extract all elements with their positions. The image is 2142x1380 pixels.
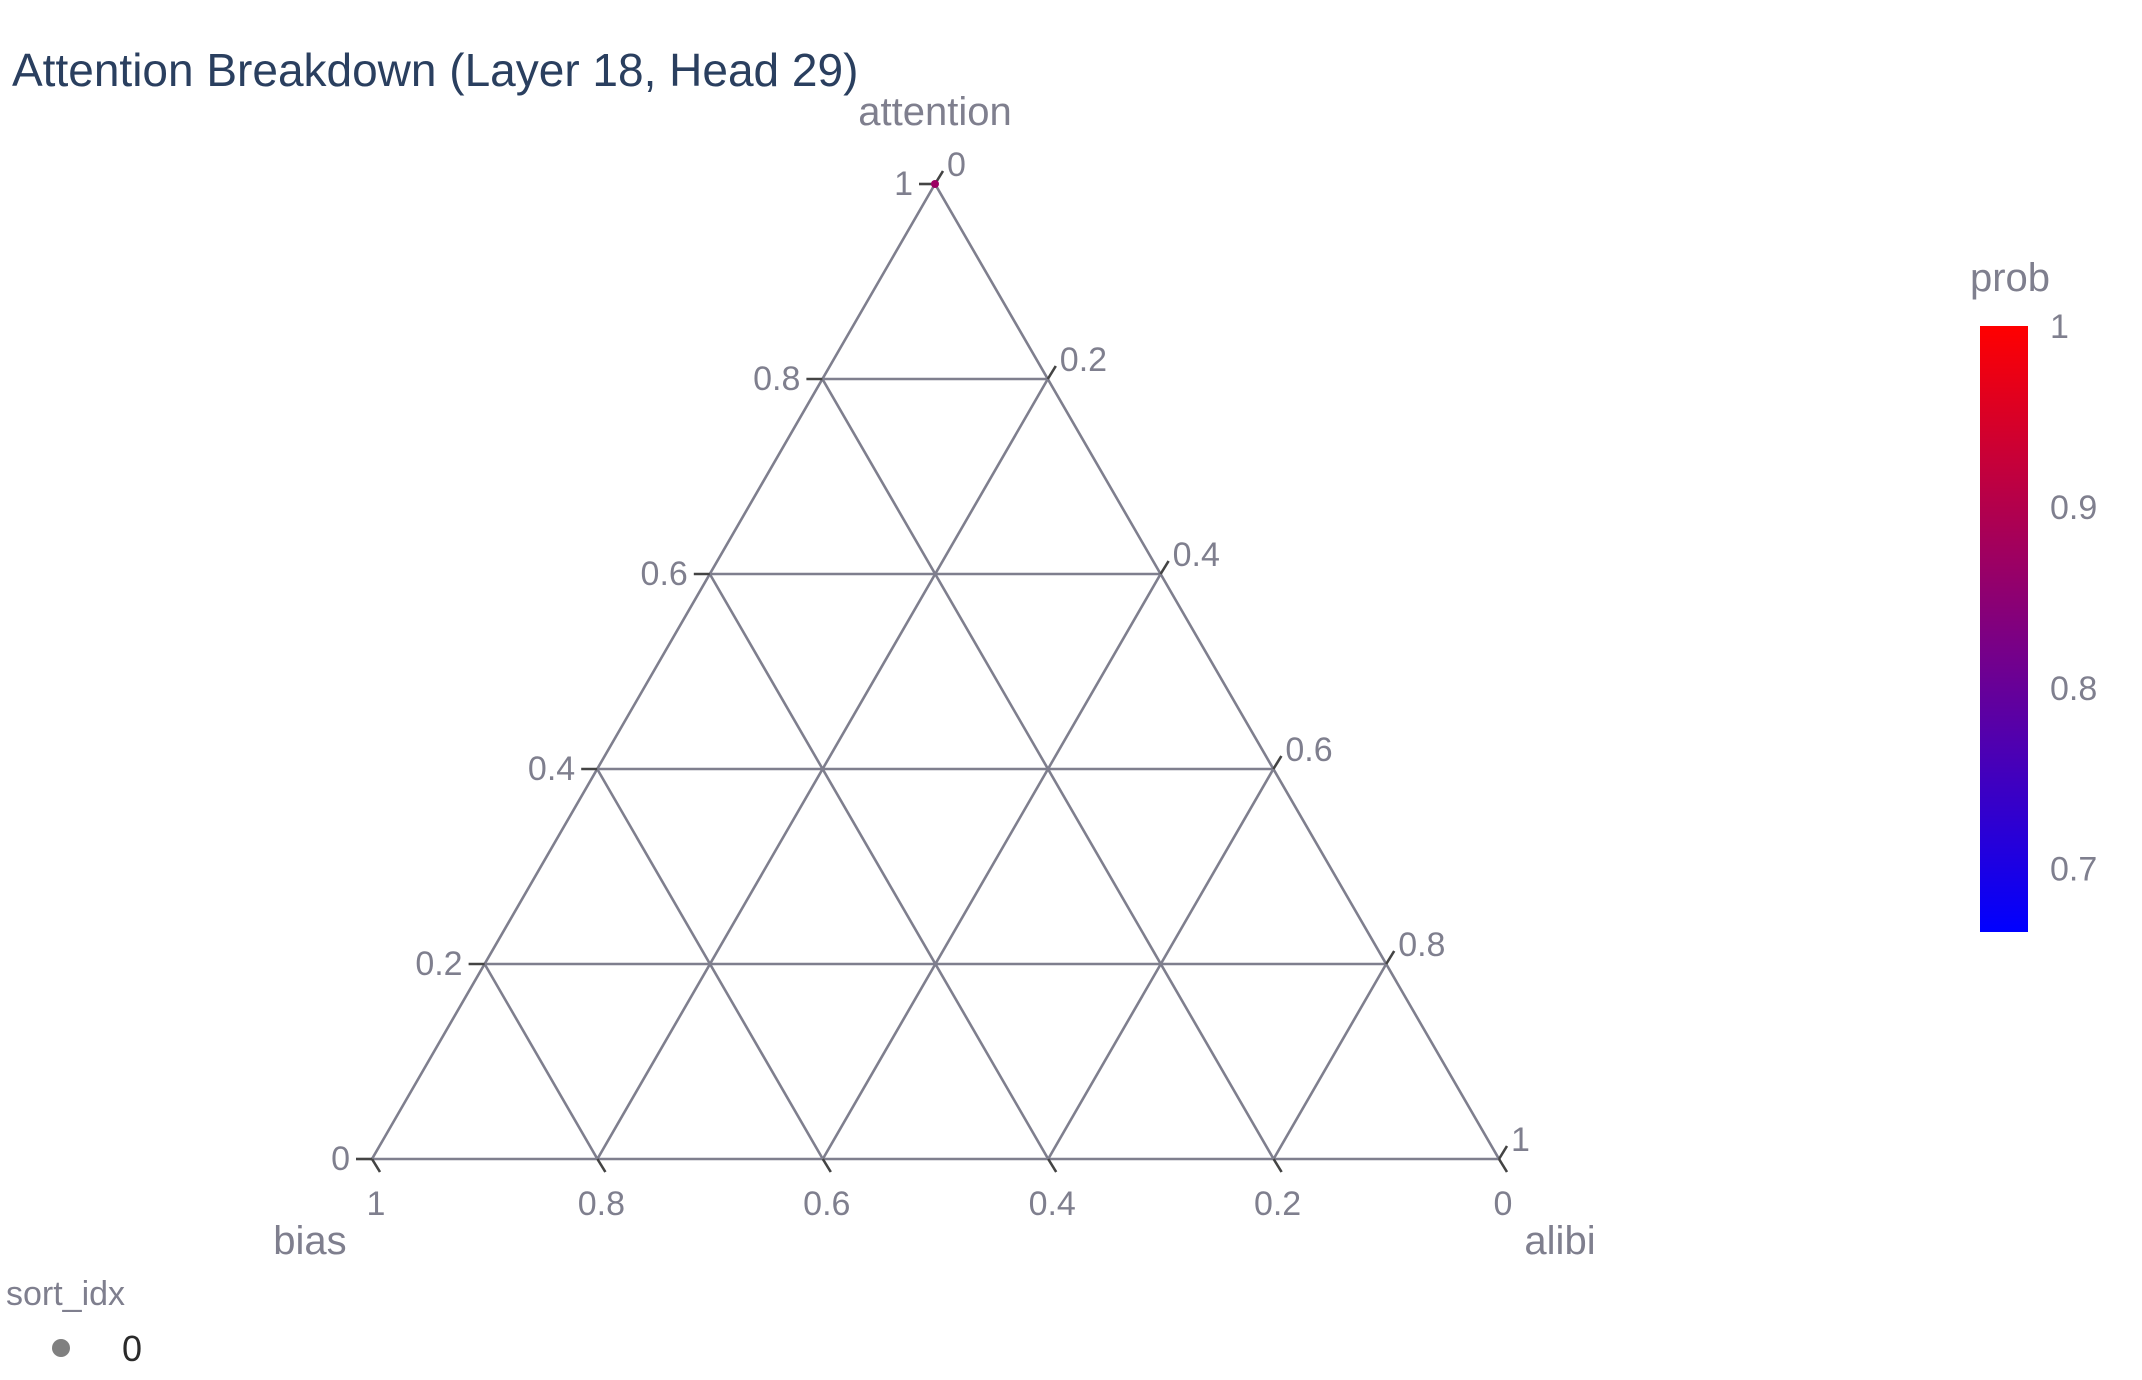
bias-tick: [370, 1158, 382, 1173]
bias-tick-label: 1: [367, 1185, 386, 1223]
attention-tick-label: 0.8: [753, 360, 800, 398]
legend-item[interactable]: 0: [52, 1328, 142, 1369]
bias-tick-label: 0.8: [578, 1185, 625, 1223]
alibi-tick: [1385, 950, 1396, 965]
alibi-tick: [1272, 755, 1283, 770]
alibi-tick-label: 0.6: [1285, 731, 1332, 769]
bias-tick-label: 0: [1494, 1185, 1513, 1223]
bias-tick-label: 0.6: [803, 1185, 850, 1223]
data-point: [931, 180, 939, 188]
alibi-tick-label: 0.8: [1398, 926, 1445, 964]
bias-gridline: [596, 768, 824, 1160]
bias-tick-label: 0.4: [1029, 1185, 1076, 1223]
alibi-tick-label: 0: [947, 146, 966, 184]
attention-tick-label: 0.2: [415, 945, 462, 983]
legend-item-label: 0: [122, 1328, 142, 1369]
bias-tick: [1047, 1158, 1058, 1173]
triangle-outline: [369, 181, 1502, 1161]
alibi-tick-label: 1: [1511, 1121, 1530, 1159]
colorbar-tick-label: 0.7: [2050, 851, 2097, 889]
colorbar: [1980, 326, 2028, 932]
colorbar-tick-label: 0.9: [2050, 489, 2097, 527]
colorbar-ticks: 0.7 0.8 0.9 1: [2050, 308, 2097, 889]
colorbar-tick-label: 1: [2050, 308, 2069, 346]
alibi-gridline: [1047, 768, 1275, 1160]
legend-marker: [52, 1339, 70, 1357]
bias-gridline: [483, 963, 599, 1160]
alibi-tick-label: 0.2: [1060, 341, 1107, 379]
bias-tick-label: 0.2: [1254, 1185, 1301, 1223]
attention-tick-label: 0.6: [641, 555, 688, 593]
bias-tick: [596, 1158, 607, 1173]
colorbar-tick-label: 0.8: [2050, 670, 2097, 708]
alibi-axis-title: alibi: [1524, 1219, 1595, 1263]
alibi-tick: [1046, 365, 1057, 380]
chart-title: Attention Breakdown (Layer 18, Head 29): [12, 44, 858, 96]
attention-tick-label: 0: [331, 1140, 350, 1178]
bias-tick: [1272, 1158, 1283, 1173]
alibi-gridline: [1272, 963, 1388, 1160]
attention-axis-title: attention: [858, 90, 1011, 134]
ternary-grid: [369, 181, 1502, 1161]
bias-tick: [821, 1158, 832, 1173]
data-points: [931, 180, 939, 188]
alibi-tick-label: 0.4: [1173, 536, 1220, 574]
alibi-gridline: [821, 573, 1162, 1160]
attention-tick-label: 1: [894, 165, 913, 203]
colorbar-title: prob: [1970, 256, 2050, 300]
bias-axis-title: bias: [273, 1219, 346, 1263]
bias-gridline: [708, 573, 1050, 1160]
alibi-tick: [1497, 1145, 1509, 1160]
attention-tick-label: 0.4: [528, 750, 575, 788]
alibi-tick: [1159, 560, 1170, 575]
legend-title: sort_idx: [6, 1275, 125, 1313]
bias-tick: [1497, 1158, 1509, 1173]
